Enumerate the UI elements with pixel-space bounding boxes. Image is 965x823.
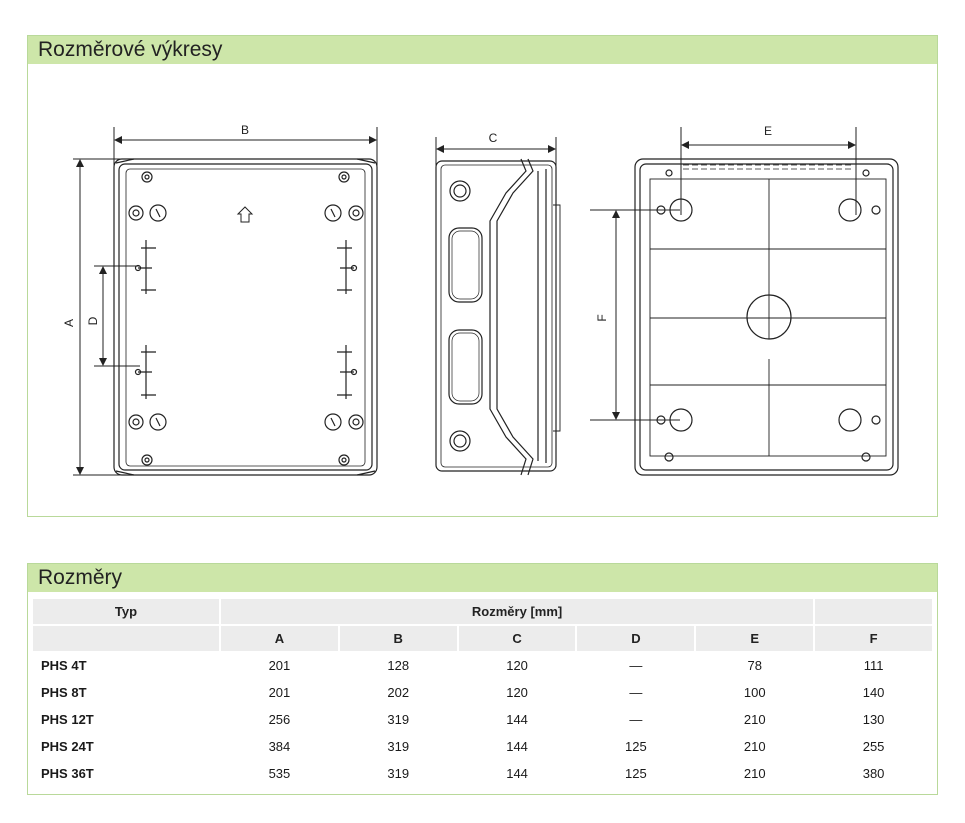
- cell-value: —: [577, 707, 695, 732]
- column-header: E: [696, 626, 814, 651]
- column-header: A: [221, 626, 338, 651]
- table-row: PHS 24T 384 319 144 125 210 255: [33, 734, 932, 759]
- cell-value: 201: [221, 680, 338, 705]
- cell-value: 380: [815, 761, 932, 786]
- front-view-drawing: [113, 158, 378, 476]
- cell-value: —: [577, 653, 695, 678]
- table-subheader-row: A B C D E F: [33, 626, 932, 651]
- cell-value: 210: [696, 707, 814, 732]
- cell-value: 256: [221, 707, 338, 732]
- table-row: PHS 12T 256 319 144 — 210 130: [33, 707, 932, 732]
- dimension-label-f: F: [595, 314, 609, 321]
- column-header: F: [815, 626, 932, 651]
- dimension-label-d: D: [86, 316, 100, 325]
- cell-type: PHS 12T: [33, 707, 219, 732]
- cell-value: 144: [458, 707, 576, 732]
- dimension-drawings: B A D C: [62, 123, 899, 476]
- column-header: B: [339, 626, 457, 651]
- cell-value: 144: [458, 734, 576, 759]
- cell-value: 255: [815, 734, 932, 759]
- drawings-title: Rozměrové výkresy: [28, 36, 937, 64]
- cell-value: 202: [339, 680, 457, 705]
- column-header: C: [458, 626, 576, 651]
- cell-value: 201: [221, 653, 338, 678]
- header-group: Rozměry [mm]: [221, 599, 814, 624]
- cell-value: 125: [577, 761, 695, 786]
- side-view-dimensions: [435, 137, 557, 169]
- table-row: PHS 36T 535 319 144 125 210 380: [33, 761, 932, 786]
- cell-value: 78: [696, 653, 814, 678]
- header-empty: [815, 599, 932, 624]
- cell-value: 319: [339, 761, 457, 786]
- cell-value: —: [577, 680, 695, 705]
- table-header-row: Typ Rozměry [mm]: [33, 599, 932, 624]
- subheader-empty: [33, 626, 219, 651]
- dimensions-table: Typ Rozměry [mm] A B C D E F PHS 4T 201 …: [31, 597, 934, 788]
- column-header: D: [577, 626, 695, 651]
- cell-value: 319: [339, 734, 457, 759]
- back-view-dimensions: [590, 127, 857, 421]
- side-view-drawing: [435, 158, 561, 476]
- table-row: PHS 4T 201 128 120 — 78 111: [33, 653, 932, 678]
- cell-value: 100: [696, 680, 814, 705]
- cell-type: PHS 36T: [33, 761, 219, 786]
- dimension-label-b: B: [241, 123, 249, 137]
- cell-value: 140: [815, 680, 932, 705]
- cell-value: 210: [696, 761, 814, 786]
- back-view-drawing: [634, 158, 899, 476]
- dimension-label-a: A: [62, 319, 76, 327]
- cell-value: 384: [221, 734, 338, 759]
- cell-type: PHS 4T: [33, 653, 219, 678]
- dimension-label-c: C: [489, 131, 498, 145]
- cell-value: 128: [339, 653, 457, 678]
- cell-value: 120: [458, 680, 576, 705]
- table-row: PHS 8T 201 202 120 — 100 140: [33, 680, 932, 705]
- drawings-panel: Rozměrové výkresy: [27, 35, 938, 517]
- header-type: Typ: [33, 599, 219, 624]
- cell-value: 319: [339, 707, 457, 732]
- cell-value: 210: [696, 734, 814, 759]
- cell-value: 120: [458, 653, 576, 678]
- dimension-label-e: E: [764, 124, 772, 138]
- cell-value: 130: [815, 707, 932, 732]
- dimensions-panel: Rozměry Typ Rozměry [mm] A B C D E F PHS…: [27, 563, 938, 795]
- cell-value: 111: [815, 653, 932, 678]
- cell-value: 144: [458, 761, 576, 786]
- cell-type: PHS 24T: [33, 734, 219, 759]
- front-view-dimensions: [73, 127, 378, 476]
- cell-type: PHS 8T: [33, 680, 219, 705]
- cell-value: 125: [577, 734, 695, 759]
- cell-value: 535: [221, 761, 338, 786]
- dimensions-title: Rozměry: [28, 564, 937, 592]
